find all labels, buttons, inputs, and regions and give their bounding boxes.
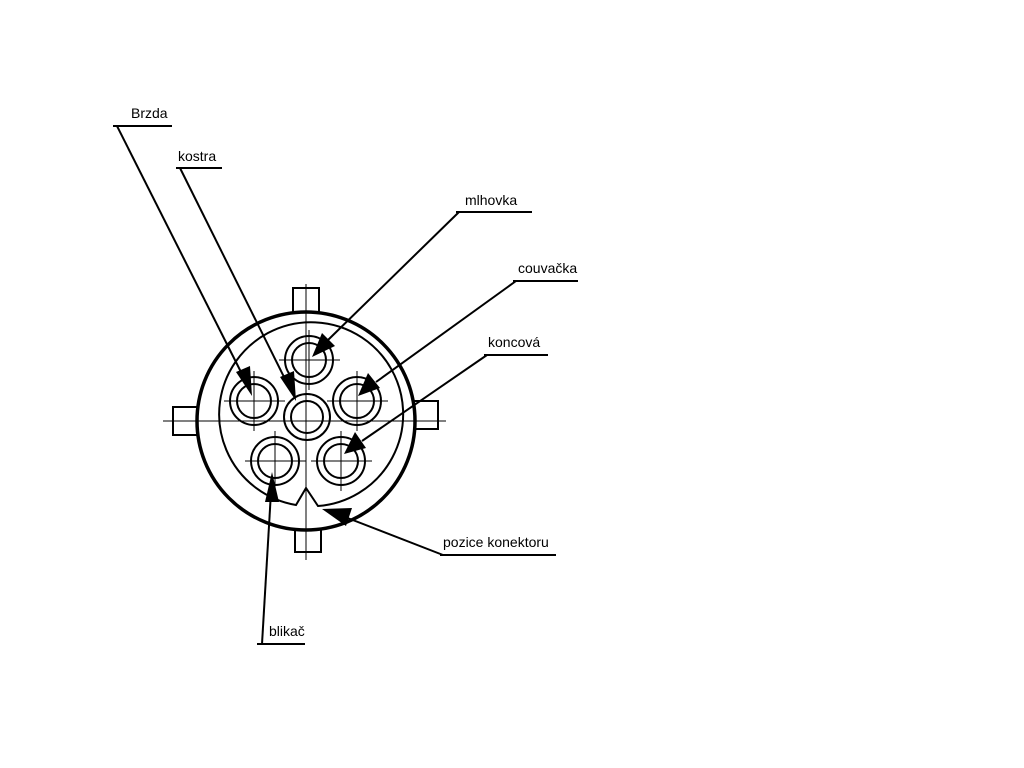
connector-tab-right [413,400,439,430]
leader-pozice-konektoru [322,508,556,556]
leader-couvacka [358,280,578,396]
leaders [113,125,578,645]
label-brzda: Brzda [131,105,168,121]
label-couvacka: couvačka [518,260,577,276]
connector-inner-ring [218,321,405,508]
pin-couvacka [327,371,388,431]
labels: Brzda kostra mlhovka couvačka koncová po… [131,105,577,639]
leader-blikac [257,472,305,645]
pins [224,330,388,491]
connector-body [163,284,446,560]
label-kostra: kostra [178,148,216,164]
label-mlhovka: mlhovka [465,192,517,208]
label-koncova: koncová [488,334,540,350]
pin-brzda [224,371,285,431]
pin-koncova [311,431,372,491]
label-blikac: blikač [269,623,305,639]
leader-kostra [176,167,296,401]
pin-kostra [283,393,331,441]
leader-brzda [113,125,252,396]
pin-mlhovka [279,330,340,390]
leader-mlhovka [312,211,532,357]
label-pozice-konektoru: pozice konektoru [443,534,549,550]
leader-koncova [344,354,548,454]
